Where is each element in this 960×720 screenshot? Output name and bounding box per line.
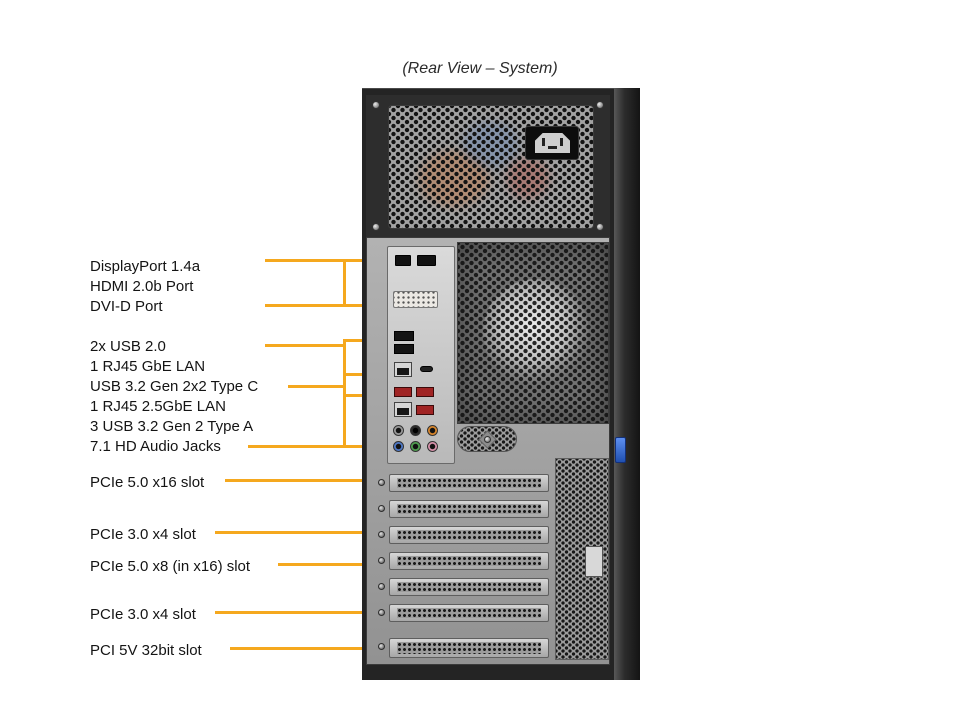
label-dvi: DVI-D Port [90,298,163,315]
chassis-side-panel [614,88,640,680]
label-slot-pcie3-x4-a: PCIe 3.0 x4 slot [90,526,196,543]
usb3-typea-port [416,387,434,397]
ac-pin [560,138,563,146]
callout-line [265,259,392,262]
rj45-gbe-lan-port [394,362,412,377]
audio-jack-pink [427,441,438,452]
blue-latch [615,437,626,463]
label-slot-pcie3-x4-b: PCIe 3.0 x4 slot [90,606,196,623]
callout-line [215,531,388,534]
slot-perforation [397,478,541,488]
slot-perforation [397,530,541,540]
slot-screw [378,643,385,650]
label-usb-typea: 3 USB 3.2 Gen 2 Type A [90,418,254,435]
psu-mesh-pattern [389,106,593,228]
ac-pin [542,138,545,146]
label-slot-pci-5v: PCI 5V 32bit slot [90,642,202,659]
pcie-slot-cover-2 [389,500,549,518]
callout-line [288,385,346,388]
audio-jack-orange [427,425,438,436]
callout-line [343,259,346,307]
screw [372,101,380,109]
callout-line [265,344,346,347]
slot-screw [378,479,385,486]
slot-perforation [397,556,541,566]
label-gbe-lan: 1 RJ45 GbE LAN [90,358,206,375]
callout-line [215,611,388,614]
callout-line [230,647,388,650]
chassis-rear-panel [362,88,614,680]
callout-line [225,479,388,482]
audio-jack-gray [393,425,404,436]
slot-screw [378,531,385,538]
displayport-port [395,255,411,266]
rj45-opening [397,368,409,375]
usb3-typea-port [416,405,434,415]
pcie-slot-cover-4 [389,552,549,570]
motherboard-io-panel-area [366,237,610,665]
label-usb-typec: USB 3.2 Gen 2x2 Type C [90,378,259,395]
diagram-title: (Rear View – System) [402,60,558,77]
usb2-port [394,344,414,354]
callout-line [343,339,346,448]
rj45-opening [397,408,409,415]
label-slot-pcie5-x8: PCIe 5.0 x8 (in x16) slot [90,558,251,575]
label-slot-pcie5-x16: PCIe 5.0 x16 slot [90,474,205,491]
side-vent-cutout [585,546,603,577]
fan-mesh-pattern [458,243,608,423]
label-audio-jacks: 7.1 HD Audio Jacks [90,438,221,455]
slot-screw [378,583,385,590]
audio-jack-blue [393,441,404,452]
pci-slot-cover-7 [389,638,549,658]
callout-line [278,563,388,566]
callout-line [248,445,390,448]
slot-perforation [397,504,541,514]
screw [596,223,604,231]
pcie-slot-cover-3 [389,526,549,544]
callout-line [265,304,392,307]
dvi-d-port [393,291,438,308]
rear-fan-vent [457,242,609,424]
psu-plate [366,95,610,237]
hdmi-port [417,255,436,266]
pcie-slot-cover-1 [389,474,549,492]
usb-typec-port [420,366,433,372]
audio-jack-cluster [393,425,441,453]
chassis-rear-view [362,88,640,680]
oval-vent [457,426,517,452]
slot-screw [378,557,385,564]
ac-pin [548,146,557,149]
slot-screw [378,505,385,512]
audio-jack-black [410,425,421,436]
label-usb2: 2x USB 2.0 [90,338,166,355]
psu-vent-grille [388,105,594,229]
audio-jack-green [410,441,421,452]
ac-inlet-socket [535,133,570,153]
slot-perforation [397,642,541,654]
slot-perforation [397,582,541,592]
side-vent-strip [555,458,609,660]
label-displayport: DisplayPort 1.4a [90,258,201,275]
io-shield [387,246,455,464]
slot-perforation [397,608,541,618]
slot-screw [378,609,385,616]
pcie-slot-cover-6 [389,604,549,622]
label-hdmi: HDMI 2.0b Port [90,278,194,295]
screw [372,223,380,231]
pcie-slot-cover-5 [389,578,549,596]
label-2-5gbe-lan: 1 RJ45 2.5GbE LAN [90,398,226,415]
usb3-typea-port [394,387,412,397]
ac-power-inlet [525,126,579,160]
screw [596,101,604,109]
screw [484,436,491,443]
rj45-2-5gbe-lan-port [394,402,412,417]
usb2-port [394,331,414,341]
